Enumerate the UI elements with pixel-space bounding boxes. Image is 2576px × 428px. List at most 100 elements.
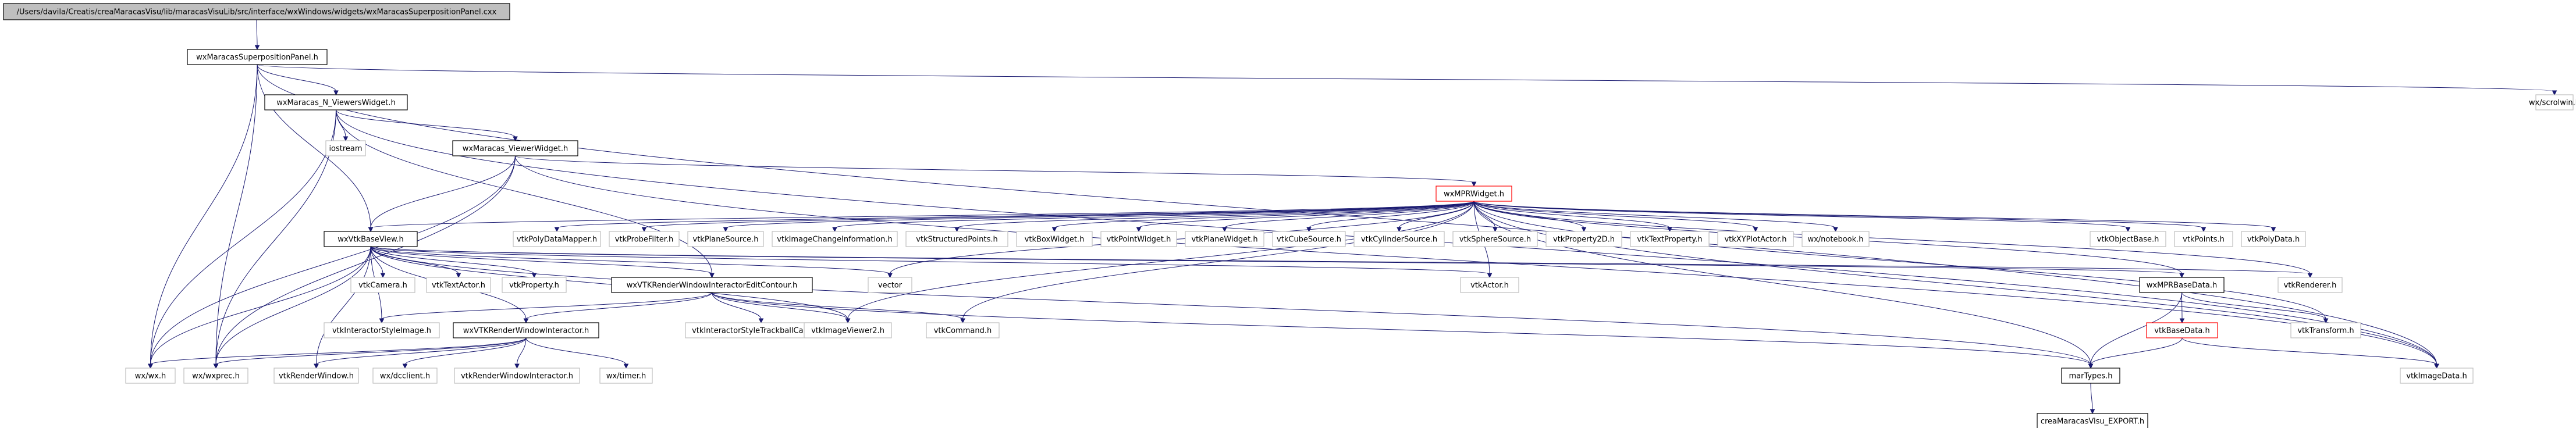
- arrowhead-mprbd-to-trans: [2323, 318, 2329, 324]
- edge-mprbd-to-mt: [2090, 292, 2182, 365]
- node-rw[interactable]: vtkRenderWindow.h: [273, 368, 359, 384]
- arrowhead-mpr-to-sph: [1493, 227, 1498, 233]
- arrowhead-mpr-to-xy: [1753, 227, 1758, 233]
- node-idata[interactable]: vtkImageData.h: [2400, 368, 2474, 384]
- node-scrolwin[interactable]: wx/scrolwin.h: [2529, 94, 2576, 110]
- edge-basev-to-wxprec: [215, 246, 371, 365]
- edge-vbd-to-idata: [2181, 337, 2437, 365]
- edge-sup-to-scrolwin: [257, 64, 2555, 92]
- node-box[interactable]: vtkBoxWidget.h: [1016, 231, 1093, 247]
- node-box-wx: [125, 368, 176, 384]
- node-ici[interactable]: vtkImageChangeInformation.h: [772, 231, 898, 247]
- node-sup[interactable]: wxMaracasSuperpositionPanel.h: [187, 49, 328, 65]
- node-box-ob: [2090, 231, 2166, 247]
- edge-edit-to-iv2: [712, 292, 848, 320]
- node-rwih[interactable]: vtkRenderWindowInteractor.h: [454, 368, 580, 384]
- edge-nview-to-wxprec: [215, 109, 336, 365]
- node-cam[interactable]: vtkCamera.h: [350, 277, 415, 293]
- node-ob[interactable]: vtkObjectBase.h: [2090, 231, 2166, 247]
- node-box-sph: [1452, 231, 1538, 247]
- node-cube[interactable]: vtkCubeSource.h: [1272, 231, 1346, 247]
- node-label-ob: vtkObjectBase.h: [2097, 236, 2159, 244]
- edge-vbd-to-mt: [2090, 337, 2183, 365]
- node-box-probe: [609, 231, 680, 247]
- node-isi[interactable]: vtkInteractorStyleImage.h: [324, 322, 440, 338]
- node-plane[interactable]: vtkPlaneSource.h: [687, 231, 764, 247]
- edge-mt-to-export: [2090, 383, 2093, 411]
- node-export[interactable]: creaMaracasVisu_EXPORT.h: [2037, 413, 2148, 428]
- edge-rwi-to-dc: [404, 337, 527, 365]
- node-nb[interactable]: wx/notebook.h: [1802, 231, 1870, 247]
- node-pw[interactable]: vtkPointWidget.h: [1100, 231, 1177, 247]
- arrowhead-mpr-to-basev: [368, 227, 374, 233]
- node-trans[interactable]: vtkTransform.h: [2290, 322, 2361, 338]
- node-nview[interactable]: wxMaracas_N_ViewersWidget.h: [264, 94, 408, 110]
- node-pdm[interactable]: vtkPolyDataMapper.h: [513, 231, 601, 247]
- edge-mprbd-to-vbd: [2181, 292, 2183, 320]
- arrowhead-rwi-to-wx: [148, 363, 153, 369]
- node-viewer[interactable]: wxMaracas_ViewerWidget.h: [452, 140, 578, 156]
- node-vector[interactable]: vector: [868, 277, 912, 293]
- node-label-tp: vtkTextProperty.h: [1637, 236, 1702, 244]
- edge-mpr-to-xy: [1473, 201, 1756, 229]
- node-box-prop: [502, 277, 567, 293]
- edge-mpr-to-plane: [725, 201, 1474, 229]
- node-mpr[interactable]: wxMPRWidget.h: [1436, 186, 1512, 202]
- node-mprbd[interactable]: wxMPRBaseData.h: [2139, 277, 2225, 293]
- node-mt[interactable]: marTypes.h: [2061, 368, 2120, 384]
- arrowhead-basev-to-prop: [531, 273, 537, 279]
- node-ta[interactable]: vtkTextActor.h: [426, 277, 491, 293]
- arrowhead-file-to-sup: [254, 45, 260, 51]
- arrowhead-mpr-to-pw: [1136, 227, 1142, 233]
- node-label-trans: vtkTransform.h: [2297, 327, 2354, 336]
- node-cmd[interactable]: vtkCommand.h: [926, 322, 1000, 338]
- node-label-probe: vtkProbeFilter.h: [615, 236, 674, 244]
- node-probe[interactable]: vtkProbeFilter.h: [609, 231, 680, 247]
- node-basev[interactable]: wxVtkBaseView.h: [324, 231, 418, 247]
- node-rwi[interactable]: wxVTKRenderWindowInteractor.h: [453, 322, 599, 338]
- edge-basev-to-rw: [316, 246, 371, 365]
- node-label-sp: vtkStructuredPoints.h: [916, 236, 997, 244]
- node-prop[interactable]: vtkProperty.h: [502, 277, 567, 293]
- node-vbd[interactable]: vtkBaseData.h: [2146, 322, 2218, 338]
- node-p2d[interactable]: vtkProperty2D.h: [1545, 231, 1622, 247]
- node-sph[interactable]: vtkSphereSource.h: [1452, 231, 1538, 247]
- node-label-mt: marTypes.h: [2069, 372, 2113, 381]
- edge-nview-to-wx: [150, 109, 336, 365]
- node-sp[interactable]: vtkStructuredPoints.h: [905, 231, 1008, 247]
- edge-viewer-to-basev: [370, 155, 516, 229]
- node-label-ta: vtkTextActor.h: [432, 281, 485, 290]
- node-plw[interactable]: vtkPlaneWidget.h: [1185, 231, 1264, 247]
- node-dc[interactable]: wx/dcclient.h: [372, 368, 438, 384]
- node-box-mprbd: [2139, 277, 2225, 293]
- node-label-iostream: iostream: [329, 145, 362, 154]
- node-label-cmd: vtkCommand.h: [934, 327, 992, 336]
- node-wx[interactable]: wx/wx.h: [125, 368, 176, 384]
- arrowhead-rwi-to-timer: [623, 363, 629, 369]
- arrowhead-basev-to-actor: [1487, 273, 1493, 279]
- edge-rwi-to-rw: [316, 337, 527, 365]
- node-timer[interactable]: wx/timer.h: [599, 368, 653, 384]
- node-actor[interactable]: vtkActor.h: [1460, 277, 1519, 293]
- node-box-ta: [426, 277, 491, 293]
- node-pts[interactable]: vtkPoints.h: [2174, 231, 2233, 247]
- node-label-mpr: wxMPRWidget.h: [1444, 190, 1504, 199]
- node-pd[interactable]: vtkPolyData.h: [2241, 231, 2306, 247]
- node-iostream[interactable]: iostream: [325, 140, 366, 156]
- edge-basev-to-wx: [150, 246, 371, 365]
- edge-sup-to-wx: [150, 64, 258, 365]
- node-wxprec[interactable]: wx/wxprec.h: [183, 368, 248, 384]
- node-xy[interactable]: vtkXYPlotActor.h: [1717, 231, 1794, 247]
- node-tp[interactable]: vtkTextProperty.h: [1630, 231, 1710, 247]
- node-ren[interactable]: vtkRenderer.h: [2277, 277, 2343, 293]
- node-edit[interactable]: wxVTKRenderWindowInteractorEditContour.h: [611, 277, 813, 293]
- node-file[interactable]: /Users/davila/Creatis/creaMaracasVisu/li…: [3, 3, 510, 20]
- node-label-idata: vtkImageData.h: [2406, 372, 2467, 381]
- edge-mpr-to-sp: [957, 201, 1474, 229]
- edge-rwi-to-timer: [525, 337, 627, 365]
- edge-basev-to-prop: [370, 246, 535, 274]
- node-iv2[interactable]: vtkImageViewer2.h: [804, 322, 892, 338]
- edge-mpr-to-tp: [1473, 201, 1670, 229]
- node-cyl[interactable]: vtkCylinderSource.h: [1353, 231, 1445, 247]
- edge-mpr-to-probe: [644, 201, 1474, 229]
